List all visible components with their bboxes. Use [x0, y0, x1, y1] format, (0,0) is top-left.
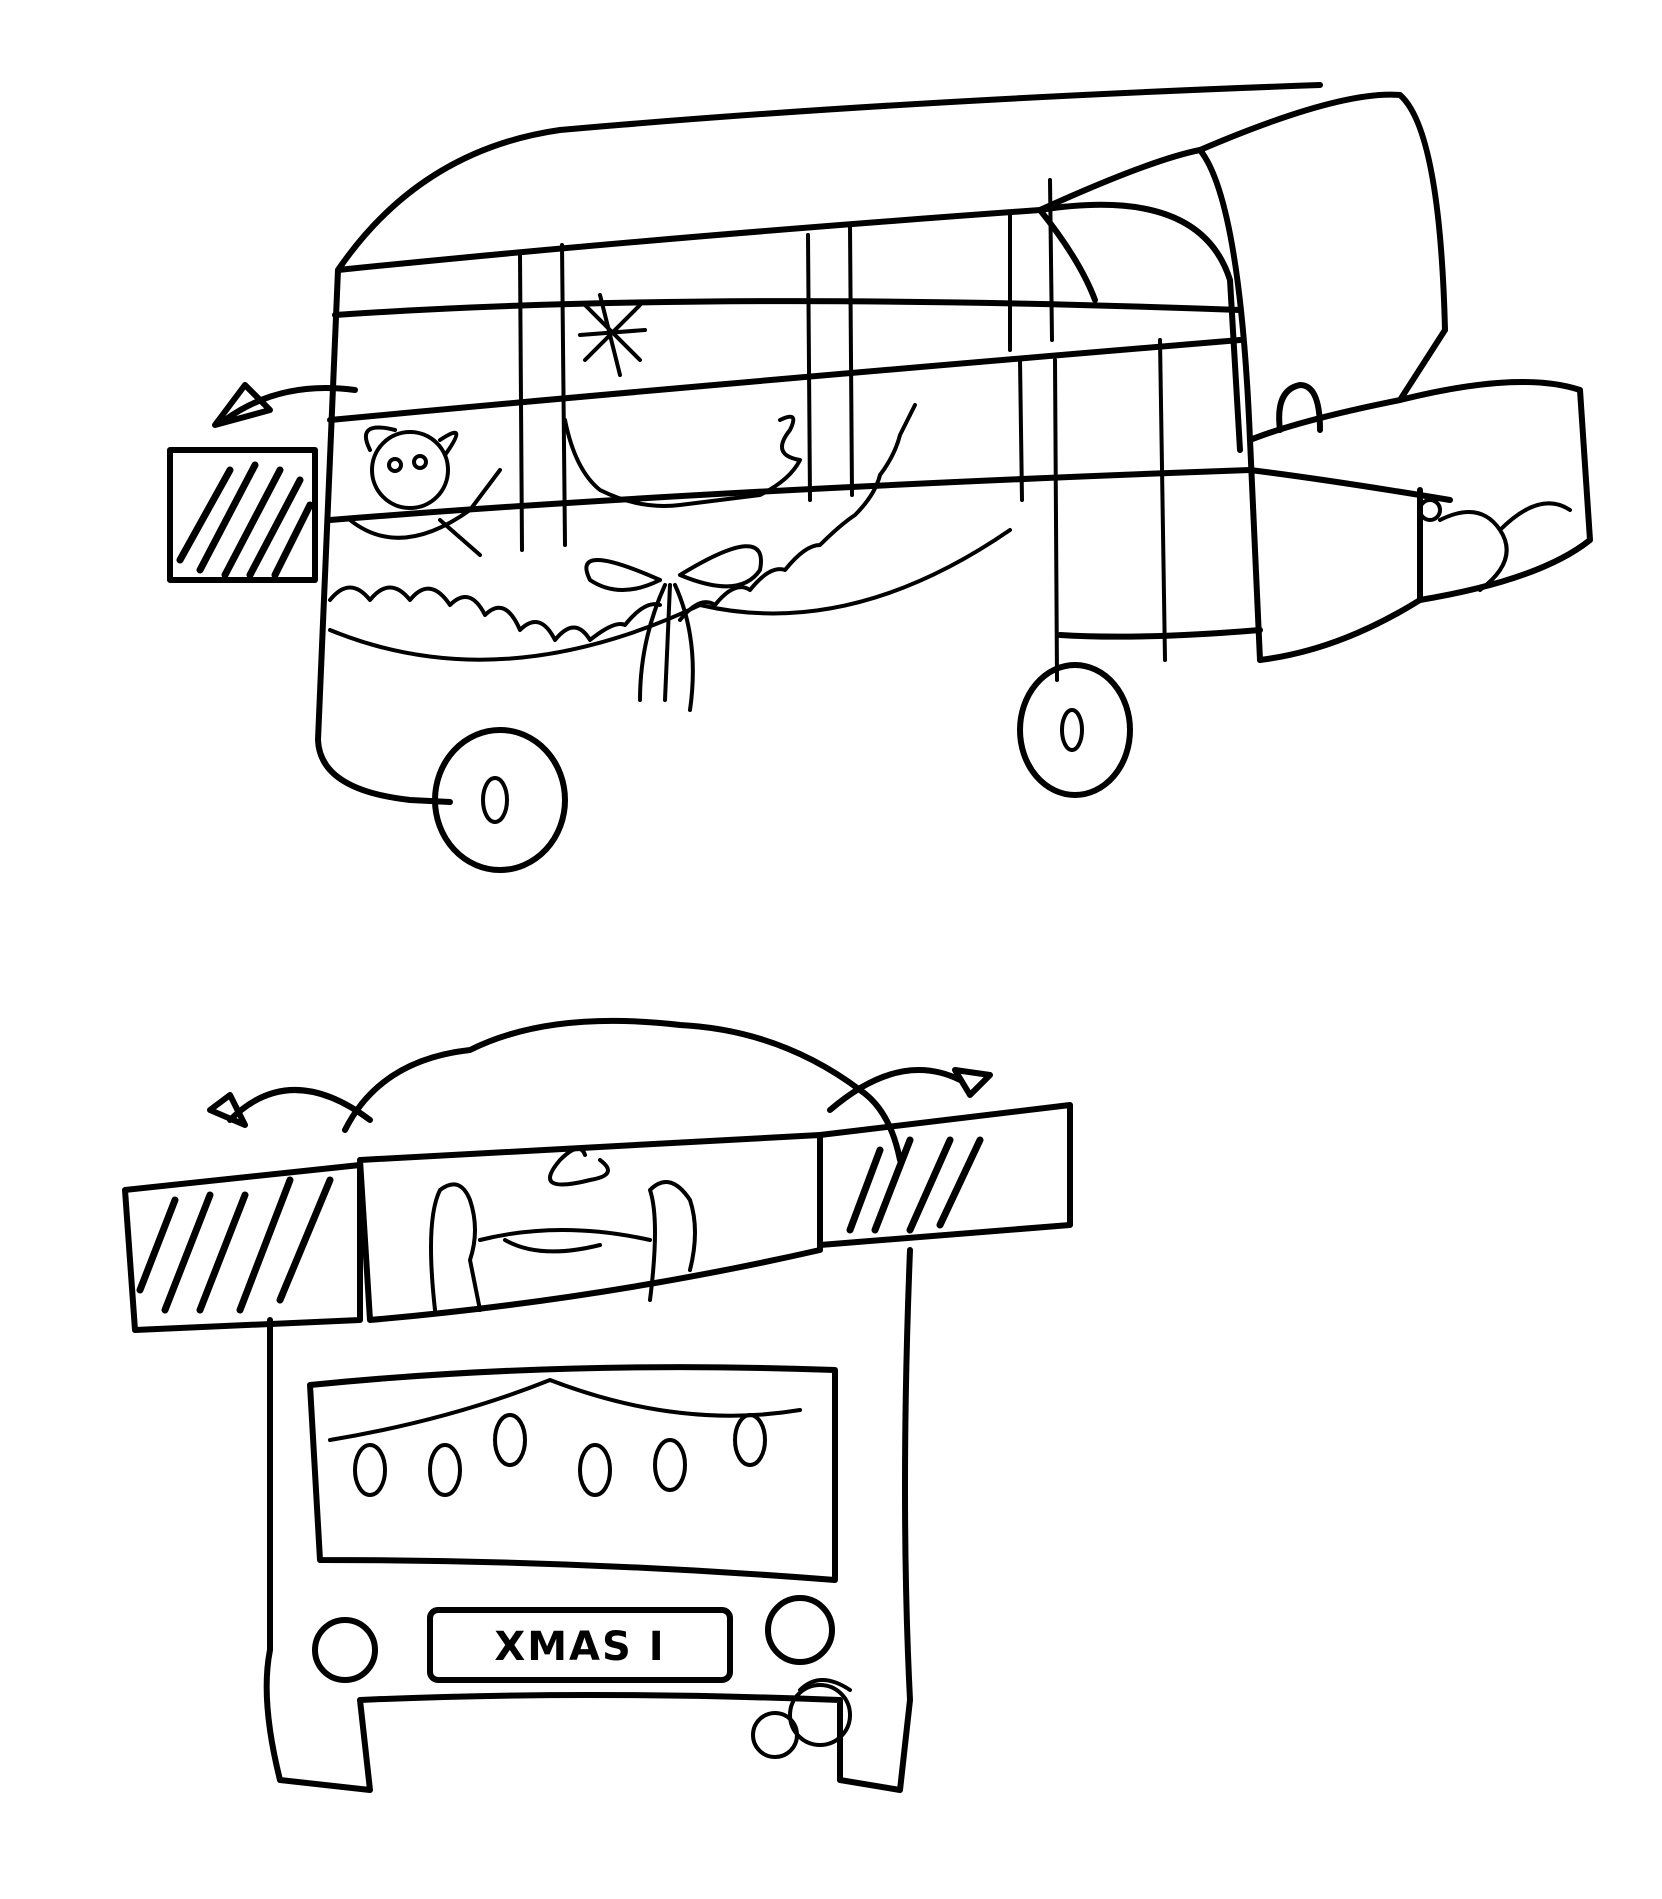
mirror-left-hatch — [136, 1176, 334, 1314]
van-side-front-bottom — [1257, 597, 1423, 663]
mirror-arm-right — [827, 1067, 963, 1113]
headlight-right — [765, 1595, 835, 1665]
van-side-sign-box — [167, 447, 318, 583]
bell-doodle — [751, 1678, 852, 1759]
van-side-pillar-1 — [518, 253, 524, 552]
van-side-mirror-arm — [222, 385, 358, 423]
van-side-pillar-3 — [806, 233, 812, 502]
van-side-pillar-8 — [1053, 358, 1059, 682]
van-side-view — [167, 82, 1593, 873]
front-window — [307, 1364, 838, 1583]
van-side-sign-hatch — [176, 461, 314, 579]
door-handle — [1276, 382, 1323, 433]
headlight-side — [1418, 498, 1442, 522]
headlight-left — [312, 1617, 378, 1683]
van-side-pillar-9 — [1158, 338, 1167, 662]
garland-lower — [328, 528, 1012, 662]
bow-doodle — [584, 544, 763, 712]
van-side-belt-line — [327, 467, 1253, 523]
van-side-body — [315, 82, 1323, 805]
garland — [328, 403, 917, 642]
license-plate-text: XMAS I — [494, 1624, 665, 1670]
van-side-mirror-tip — [212, 382, 273, 428]
van-side-pillar-7 — [1018, 358, 1024, 502]
license-plate — [427, 1607, 733, 1683]
mirror-tip-right — [952, 1067, 993, 1098]
van-side-wheel-rear — [432, 727, 568, 873]
van-front-body — [263, 1247, 913, 1793]
mirror-box-left — [122, 1162, 363, 1333]
mirror-arm-left — [227, 1087, 373, 1123]
van-front-view: XMAS I — [122, 1017, 1073, 1793]
van-side-roof-rear — [1037, 91, 1448, 333]
van-side-pillar-6 — [1048, 178, 1054, 342]
curtain-scallop — [563, 414, 802, 508]
van-side-window-bottom — [327, 337, 1243, 423]
van-side-sill — [1057, 627, 1263, 640]
van-side-pillar-4 — [848, 223, 854, 497]
santa-doodle — [348, 425, 502, 557]
light-string — [328, 1378, 802, 1442]
mirror-tip-left — [207, 1092, 248, 1128]
windshield — [357, 1132, 823, 1323]
van-side-rear-edge — [1197, 147, 1253, 443]
string-lights — [353, 1413, 767, 1497]
van-side-wheel-front — [1017, 662, 1133, 798]
snowflake-doodle — [578, 293, 647, 377]
van-side-pillar-2 — [560, 243, 567, 547]
van-side-window-mid — [332, 298, 1243, 318]
antler-doodle — [429, 1146, 697, 1312]
grill-bow — [1438, 501, 1572, 592]
van-side-front — [1397, 379, 1593, 603]
mirror-right-hatch — [846, 1136, 984, 1234]
van-front-roof — [342, 1017, 903, 1163]
van-side-rear-top — [1037, 207, 1098, 303]
mirror-box-right — [817, 1102, 1073, 1248]
